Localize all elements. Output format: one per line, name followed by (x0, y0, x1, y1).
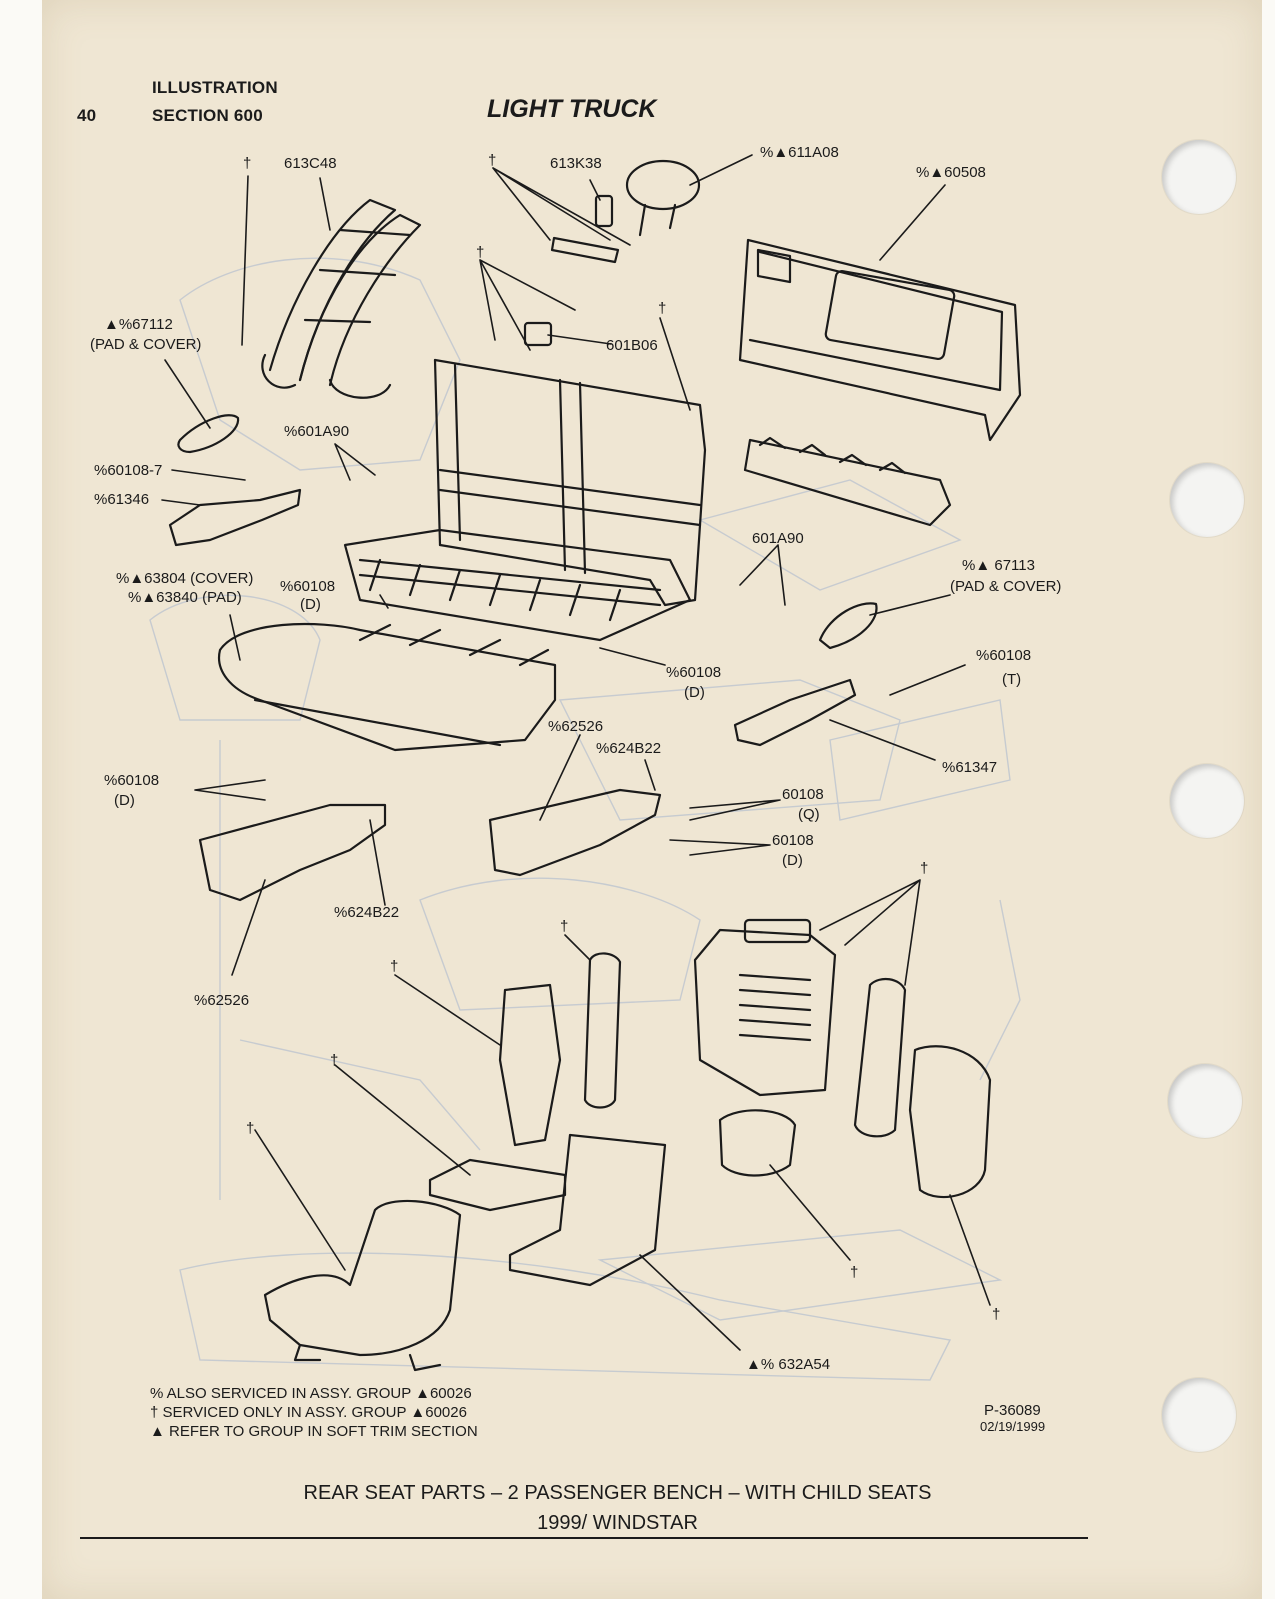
binder-hole-4 (1168, 1064, 1242, 1138)
callout-60508: %▲60508 (916, 164, 986, 181)
callout-632A54: ▲% 632A54 (746, 1356, 831, 1373)
legend-line-1: % ALSO SERVICED IN ASSY. GROUP ▲60026 (150, 1385, 472, 1402)
section-label: SECTION 600 (152, 106, 263, 125)
callout-60108-q-sub: (Q) (798, 806, 820, 823)
legend-line-3: ▲ REFER TO GROUP IN SOFT TRIM SECTION (150, 1423, 478, 1440)
part-side-trim-left (498, 983, 562, 1147)
page-number: 40 (77, 106, 97, 125)
callout-dagger: † (658, 300, 667, 317)
part-seat-frame (343, 358, 707, 642)
callout-613C48: 613C48 (284, 155, 337, 172)
callout-63804: %▲63804 (COVER) (116, 570, 254, 587)
callout-dagger: † (560, 918, 569, 935)
part-60508-seat-back-panel (738, 238, 1022, 442)
leader-lines (161, 154, 991, 1351)
part-67113-pad-cover (818, 602, 878, 650)
callout-67112-sub: (PAD & COVER) (90, 336, 202, 353)
callout-60108-d-seat: %60108 (280, 578, 336, 595)
part-61346-hinge (168, 488, 302, 547)
part-62526-left-bracket (198, 803, 387, 902)
callout-67113-sub: (PAD & COVER) (950, 578, 1062, 595)
part-back-lower-bracket (743, 436, 952, 527)
callout-67113: %▲ 67113 (962, 557, 1035, 574)
illustration-label: ILLUSTRATION (152, 78, 278, 97)
callout-61347: %61347 (942, 759, 998, 776)
callout-624B22-left: %624B22 (334, 904, 400, 921)
part-floor-pad (428, 1158, 567, 1212)
part-62526-right-bracket (488, 788, 662, 877)
callout-601A90-right: 601A90 (752, 530, 804, 547)
callout-dagger: † (476, 244, 485, 261)
callout-61346: %61346 (94, 491, 150, 508)
part-head-pad (718, 1109, 797, 1177)
binder-hole-1 (1162, 140, 1236, 214)
part-613K38 (550, 194, 620, 264)
callout-60108-d-seat-sub: (D) (300, 596, 321, 613)
callout-60108-d-mid-sub: (D) (782, 852, 803, 869)
callout-60108-d-left: %60108 (104, 772, 160, 789)
callout-60108-q: 60108 (782, 786, 824, 803)
part-61347-hinge (733, 678, 857, 747)
callout-62526-left: %62526 (194, 992, 250, 1009)
part-child-seat-shell (263, 1199, 462, 1372)
callout-60108-7: %60108-7 (94, 462, 163, 479)
figure-date: 02/19/1999 (980, 1419, 1046, 1434)
part-child-seat-back (693, 918, 837, 1097)
callout-67112: ▲%67112 (104, 316, 173, 333)
binder-hole-5 (1162, 1378, 1236, 1452)
callout-60108-t: %60108 (976, 647, 1032, 664)
callout-60108-d-left-sub: (D) (114, 792, 135, 809)
part-63804-cushion (217, 622, 557, 752)
part-67112-pad-cover (177, 414, 240, 454)
part-632A54-seat-pan (508, 1133, 667, 1287)
caption-line-1: REAR SEAT PARTS – 2 PASSENGER BENCH – WI… (303, 1482, 932, 1504)
callout-dagger: † (330, 1052, 339, 1069)
callout-62526-right: %62526 (548, 718, 604, 735)
callout-60108-d-right-sub: (D) (684, 684, 705, 701)
callout-63840: %▲63840 (PAD) (128, 589, 242, 606)
callout-60108-t-sub: (T) (1002, 671, 1022, 688)
callout-624B22-right: %624B22 (596, 740, 662, 757)
callout-dagger: † (488, 152, 497, 169)
binder-hole-3 (1170, 764, 1244, 838)
callout-601A90: %601A90 (284, 423, 350, 440)
callout-613K38: 613K38 (550, 155, 602, 172)
part-bolster-right (853, 977, 907, 1138)
callout-dagger: † (920, 860, 929, 877)
part-611A08-headrest (625, 159, 701, 237)
part-side-panel-right (908, 1045, 992, 1199)
callout-dagger: † (390, 958, 399, 975)
callout-60108-d-right: %60108 (666, 664, 722, 681)
part-601B06-latch (523, 321, 553, 347)
figure-number: P-36089 (984, 1402, 1041, 1419)
callout-dagger: † (992, 1306, 1001, 1323)
callout-dagger: † (243, 155, 252, 172)
callout-601B06: 601B06 (606, 337, 658, 354)
caption-line-2: 1999/ WINDSTAR (537, 1512, 698, 1534)
callout-60108-d-mid: 60108 (772, 832, 814, 849)
part-613C48-headrest-frame (261, 198, 422, 399)
part-bolster-left (583, 952, 622, 1109)
bottom-rule (80, 1537, 1088, 1539)
legend-line-2: † SERVICED ONLY IN ASSY. GROUP ▲60026 (150, 1404, 467, 1421)
binder-hole-2 (1170, 463, 1244, 537)
callout-611A08: %▲611A08 (760, 144, 839, 161)
callout-dagger: † (850, 1264, 859, 1281)
page-title: LIGHT TRUCK (487, 95, 657, 123)
callout-dagger: † (246, 1120, 255, 1137)
